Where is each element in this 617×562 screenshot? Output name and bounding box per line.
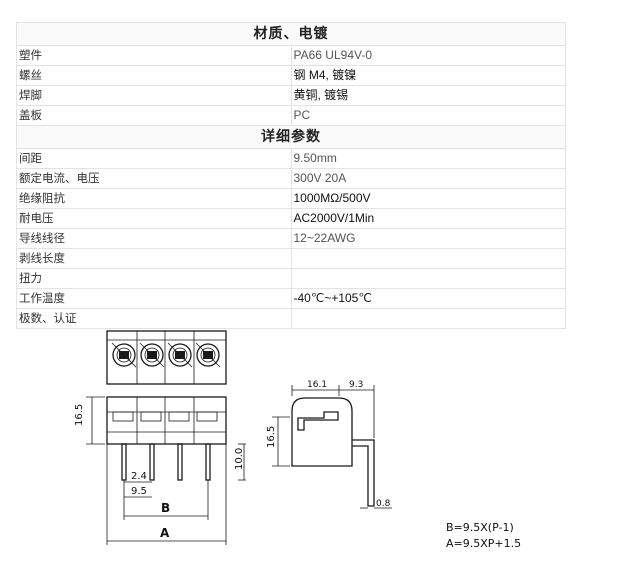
table-row: 绝缘阻抗 1000MΩ/500V	[16, 188, 566, 209]
dim-side-width: 16.1	[307, 380, 327, 390]
screw-icon	[167, 342, 193, 368]
pin	[149, 443, 155, 481]
pin	[177, 443, 183, 481]
row-label: 塑件	[16, 45, 292, 66]
section-header-materials: 材质、电镀	[16, 22, 566, 46]
screw-icon	[111, 342, 137, 368]
row-value	[290, 248, 566, 269]
row-label: 焊脚	[16, 85, 292, 106]
table-row: 额定电流、电压 300V 20A	[16, 168, 566, 189]
row-label: 导线线径	[16, 228, 292, 249]
row-label: 间距	[16, 148, 292, 169]
row-value: PA66 UL94V-0	[290, 45, 566, 66]
row-value: 黄铜, 镀锡	[290, 85, 566, 106]
dim-pin-width: 2.4	[131, 471, 147, 482]
row-value: 300V 20A	[290, 168, 566, 189]
row-value: 钢 M4, 镀镍	[290, 65, 566, 86]
screw-block	[106, 330, 227, 385]
mechanical-drawing: 16.5 10.0 2.4 9.5 B A 16.1 9.3	[74, 330, 521, 550]
side-pin	[352, 439, 375, 507]
spec-table: 材质、电镀 塑件 PA66 UL94V-0 螺丝 钢 M4, 镀镍 焊脚 黄铜,…	[16, 22, 566, 329]
dim-front-height: 16.5	[74, 404, 85, 426]
section-title: 材质、电镀	[16, 22, 566, 46]
side-view: 16.1 9.3 16.5 0.8	[266, 380, 392, 509]
table-row: 扭力	[16, 268, 566, 289]
table-row: 导线线径 12~22AWG	[16, 228, 566, 249]
row-label: 剥线长度	[16, 248, 292, 269]
row-label: 额定电流、电压	[16, 168, 292, 189]
formula-a: A=9.5XP+1.5	[446, 537, 521, 550]
row-value	[290, 308, 566, 329]
row-label: 耐电压	[16, 208, 292, 229]
row-value: 9.50mm	[290, 148, 566, 169]
row-value	[290, 268, 566, 289]
table-row: 耐电压 AC2000V/1Min	[16, 208, 566, 229]
row-label: 盖板	[16, 105, 292, 126]
screw-icon	[195, 342, 221, 368]
terminal-body	[106, 396, 227, 445]
dim-side-offset: 9.3	[349, 380, 363, 390]
table-row: 盖板 PC	[16, 105, 566, 126]
section-title: 详细参数	[16, 125, 566, 149]
dim-b: B	[161, 501, 170, 515]
table-row: 剥线长度	[16, 248, 566, 269]
pin	[205, 443, 211, 481]
row-value: AC2000V/1Min	[290, 208, 566, 229]
dim-pitch: 9.5	[131, 486, 147, 497]
table-row: 极数、认证	[16, 308, 566, 329]
front-view: 16.5 10.0 2.4 9.5 B A	[74, 330, 246, 545]
formula-b: B=9.5X(P-1)	[446, 521, 514, 534]
screw-icon	[139, 342, 165, 368]
row-label: 绝缘阻抗	[16, 188, 292, 209]
table-row: 塑件 PA66 UL94V-0	[16, 45, 566, 66]
row-value: 1000MΩ/500V	[290, 188, 566, 209]
dim-side-height: 16.5	[266, 426, 277, 448]
row-label: 极数、认证	[16, 308, 292, 329]
row-label: 螺丝	[16, 65, 292, 86]
row-label: 扭力	[16, 268, 292, 289]
dim-pin-length: 10.0	[234, 448, 245, 470]
dim-a: A	[160, 526, 170, 540]
table-row: 间距 9.50mm	[16, 148, 566, 169]
pin	[121, 443, 127, 481]
table-row: 焊脚 黄铜, 镀锡	[16, 85, 566, 106]
row-value: 12~22AWG	[290, 228, 566, 249]
section-header-parameters: 详细参数	[16, 125, 566, 149]
row-value: PC	[290, 105, 566, 126]
dim-pin-thick: 0.8	[376, 499, 391, 509]
side-body	[291, 397, 353, 467]
table-row: 螺丝 钢 M4, 镀镍	[16, 65, 566, 86]
